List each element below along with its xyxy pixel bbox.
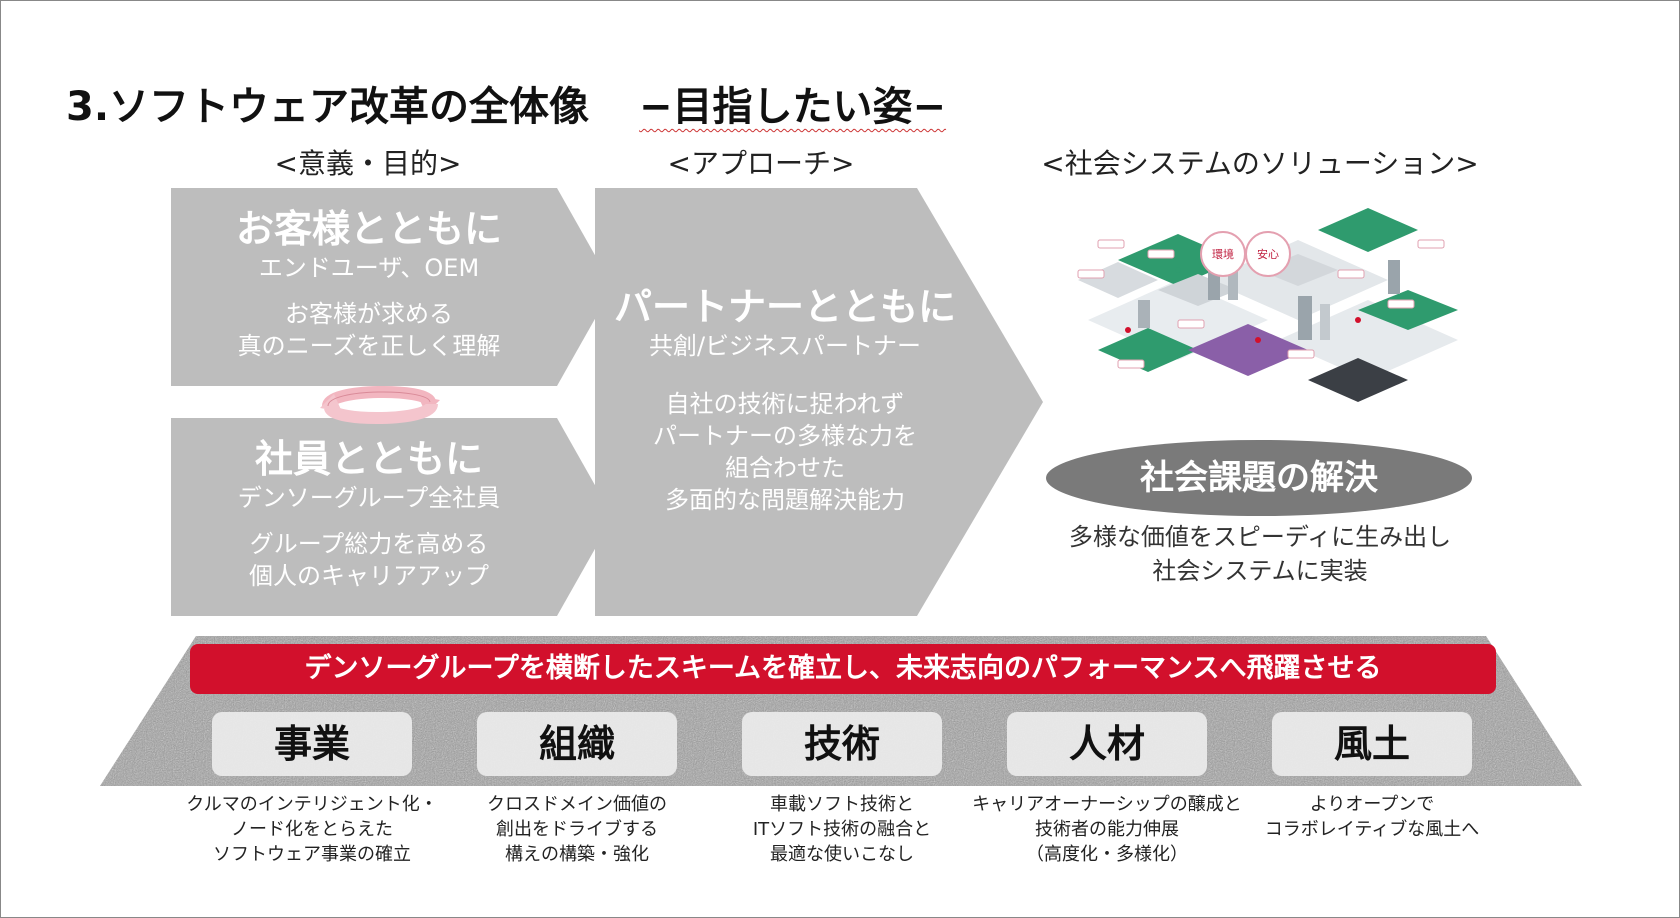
pillar-desc-line: クロスドメイン価値の [487,794,667,815]
pillar-desc-line: ソフトウェア事業の確立 [213,844,411,865]
strategy-banner: デンソーグループを横断したスキームを確立し、未来志向のパフォーマンスへ飛躍させる [190,644,1496,694]
city-label-safety: 安心 [1257,247,1279,261]
customers-desc-1: お客様が求める [285,300,453,328]
pillar-talent-desc: キャリアオーナーシップの醸成と 技術者の能力伸展 （高度化・多様化） [964,792,1250,867]
solution-desc-2: 社会システムに実装 [1152,557,1368,585]
pillar-desc-line: 創出をドライブする [496,819,658,840]
employees-sub: デンソーグループ全社員 [237,484,501,512]
partners-sub: 共創/ビジネスパートナー [648,332,922,360]
pillar-desc-line: よりオープンで [1309,794,1435,815]
title-text: 3.ソフトウェア改革の全体像 [66,84,590,130]
pillar-desc-line: キャリアオーナーシップの醸成と [972,794,1242,815]
slide-title: 3.ソフトウェア改革の全体像 −目指したい姿− [66,74,946,132]
solution-desc-1: 多様な価値をスピーディに生み出し [1068,523,1452,551]
city-illustration: 環境 安心 [1077,208,1458,402]
pillar-culture-desc: よりオープンで コラボレイティブな風土へ [1242,792,1502,842]
employees-chevron: 社員とともに デンソーグループ全社員 グループ総力を高める 個人のキャリアアップ [171,418,613,616]
pillar-organization-desc: クロスドメイン価値の 創出をドライブする 構えの構築・強化 [447,792,707,867]
solution-label: <社会システムのソリューション> [1041,147,1479,180]
pillar-desc-line: （高度化・多様化） [1026,844,1188,865]
pillar-desc-line: 最適な使いこなし [770,844,914,865]
cycle-arrows-icon [320,386,440,424]
partners-desc-1: 自社の技術に捉われず [665,390,905,418]
customers-chevron-shape [171,188,613,386]
title-subtitle: −目指したい姿− [639,84,947,130]
employees-desc-2: 個人のキャリアアップ [249,562,489,590]
pillar-technology-desc: 車載ソフト技術と ITソフト技術の融合と 最適な使いこなし [712,792,972,867]
customers-heading: お客様とともに [235,207,502,251]
pillar-desc-line: 構えの構築・強化 [505,844,649,865]
pillar-organization: 組織 [477,712,677,776]
employees-heading: 社員とともに [254,437,483,481]
solution-description: 多様な価値をスピーディに生み出し 社会システムに実装 [1040,520,1480,588]
social-issue-ellipse: 社会課題の解決 [1046,440,1472,516]
pillar-desc-line: ITソフト技術の融合と [752,819,932,840]
partners-desc-4: 多面的な問題解決能力 [665,486,905,514]
pillar-business: 事業 [212,712,412,776]
city-label-environment: 環境 [1212,247,1234,261]
employees-chevron-shape [171,418,613,616]
pillar-technology: 技術 [742,712,942,776]
purpose-label: <意義・目的> [274,147,462,180]
partners-chevron: パートナーとともに 共創/ビジネスパートナー 自社の技術に捉われず パートナーの… [595,188,1043,616]
employees-desc-1: グループ総力を高める [249,530,489,558]
customers-chevron: お客様とともに エンドユーザ、OEM お客様が求める 真のニーズを正しく理解 [171,188,613,386]
partners-chevron-shape [595,188,1043,616]
pillar-desc-line: クルマのインテリジェント化・ [186,794,438,815]
pillar-talent: 人材 [1007,712,1207,776]
pillar-culture: 風土 [1272,712,1472,776]
approach-label: <アプローチ> [667,147,855,180]
pillar-desc-line: ノード化をとらえた [231,819,393,840]
customers-sub: エンドユーザ、OEM [258,254,480,282]
partners-desc-3: 組合わせた [725,454,845,482]
customers-desc-2: 真のニーズを正しく理解 [237,332,501,360]
pillar-desc-line: コラボレイティブな風土へ [1264,819,1480,840]
pillar-business-desc: クルマのインテリジェント化・ ノード化をとらえた ソフトウェア事業の確立 [182,792,442,867]
partners-desc-2: パートナーの多様な力を [653,422,917,450]
partners-heading: パートナーとともに [613,285,956,329]
pillar-desc-line: 技術者の能力伸展 [1035,819,1179,840]
pillar-desc-line: 車載ソフト技術と [770,794,914,815]
